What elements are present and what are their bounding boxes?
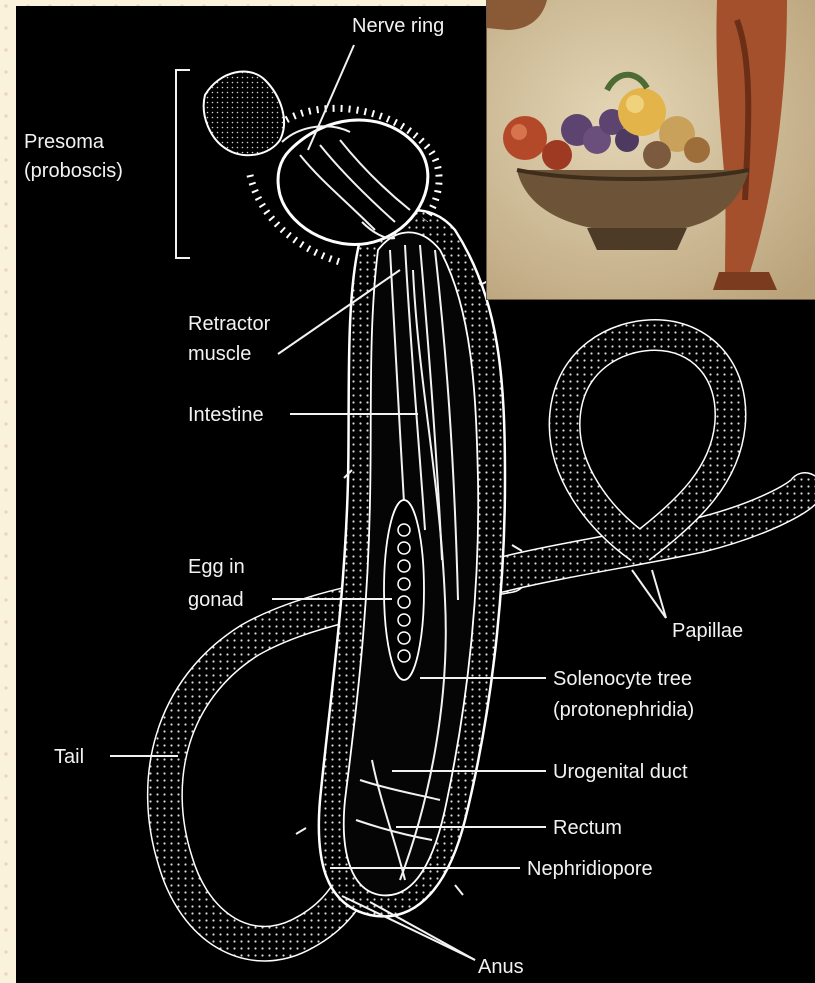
label-rectum: Rectum <box>553 817 622 839</box>
fresco-inset-image <box>486 0 815 300</box>
presoma-bracket <box>176 70 190 258</box>
label-nephridiopore: Nephridiopore <box>527 858 653 880</box>
fruit-bowl-painting <box>487 0 815 299</box>
label-solenocyte-tree: Solenocyte tree <box>553 668 692 690</box>
label-proboscis: (proboscis) <box>24 160 123 182</box>
label-urogenital-duct: Urogenital duct <box>553 761 688 783</box>
trunk-illustration <box>296 210 522 916</box>
label-protonephridia: (protonephridia) <box>553 699 694 721</box>
label-tail: Tail <box>54 746 84 768</box>
label-gonad: gonad <box>188 589 244 611</box>
label-anus: Anus <box>478 956 524 978</box>
label-intestine: Intestine <box>188 404 264 426</box>
label-muscle: muscle <box>188 343 251 365</box>
label-presoma: Presoma <box>24 131 105 153</box>
label-nerve-ring: Nerve ring <box>352 15 444 37</box>
label-papillae: Papillae <box>672 620 743 642</box>
label-retractor: Retractor <box>188 313 271 335</box>
label-egg-in: Egg in <box>188 556 245 578</box>
